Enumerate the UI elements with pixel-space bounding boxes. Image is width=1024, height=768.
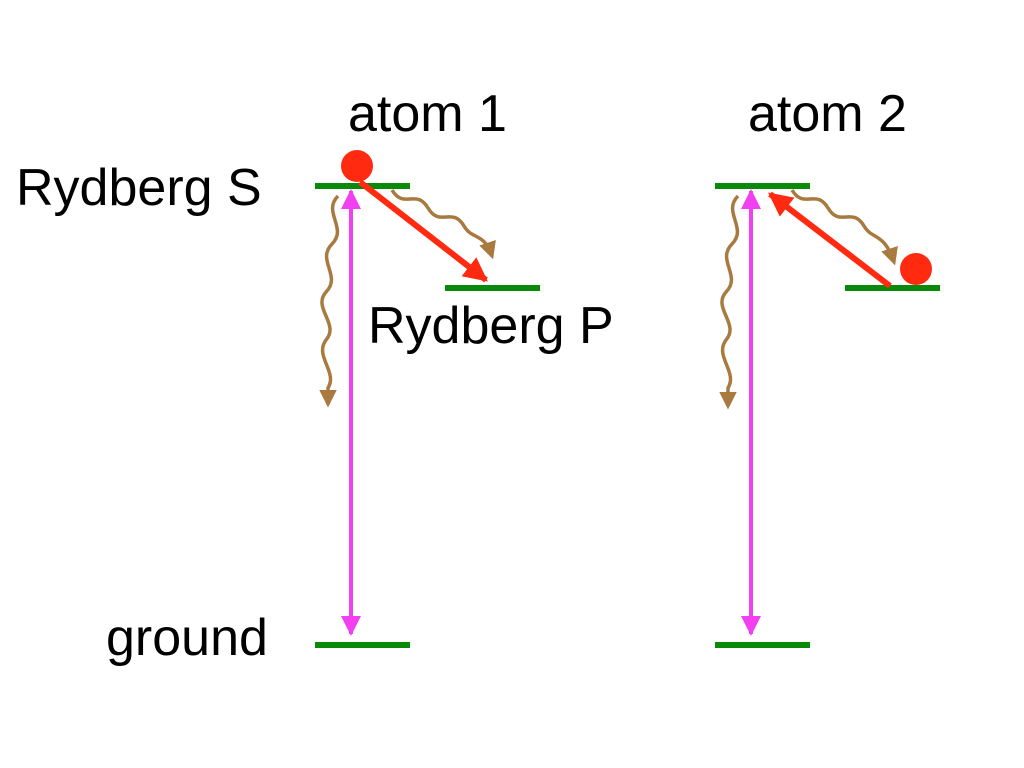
atom-1-decay-wavy-arrow-to-p [390,188,496,260]
atom-1-title: atom 1 [348,85,507,143]
atom-2-decay-wavy-arrow-down [719,194,740,410]
atom-2-title: atom 2 [748,85,907,143]
atom-2-decay-wavy-arrow-to-p [790,188,898,266]
atom-1-decay-wavy-arrow-down [319,194,340,408]
rydberg-s-label: Rydberg S [16,159,262,217]
atom-2-population-dot [900,253,932,285]
atom-2-transfer-arrow-p-to-s [768,191,892,289]
atom-1-population-dot [341,150,373,182]
ground-label: ground [106,609,268,667]
atom-1-transfer-arrow-s-to-p [358,179,488,283]
rydberg-p-label: Rydberg P [368,297,614,355]
